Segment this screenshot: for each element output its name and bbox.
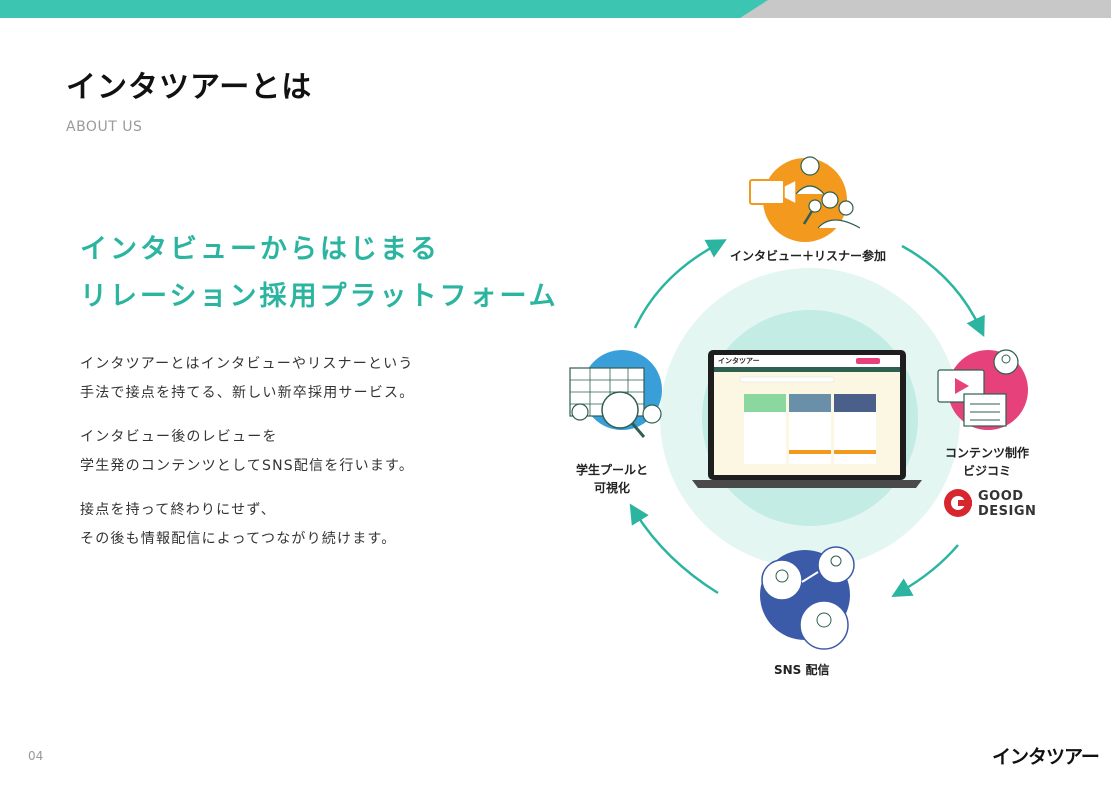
description-paragraph-2: インタビュー後のレビューを 学生発のコンテンツとしてSNS配信を行います。 — [80, 423, 520, 481]
headline-line-1: インタビューからはじまる — [80, 226, 559, 273]
laptop-logo: インタツアー — [718, 356, 760, 366]
good-design-line-2: DESIGN — [978, 504, 1036, 519]
good-design-mark — [944, 489, 972, 517]
description-line: 学生発のコンテンツとしてSNS配信を行います。 — [80, 452, 520, 481]
headline-line-2: リレーション採用プラットフォーム — [80, 273, 559, 320]
good-design-line-1: GOOD — [978, 489, 1036, 504]
description-line: 手法で接点を持てる、新しい新卒採用サービス。 — [80, 379, 520, 408]
description-paragraph-3: 接点を持って終わりにせず、 その後も情報配信によってつながり続けます。 — [80, 496, 520, 554]
description-paragraph-1: インタツアーとはインタビューやリスナーという 手法で接点を持てる、新しい新卒採用… — [80, 350, 520, 408]
description-line: 接点を持って終わりにせず、 — [80, 496, 520, 525]
student-pool-label: 学生プールと 可視化 — [576, 461, 648, 497]
headline: インタビューからはじまる リレーション採用プラットフォーム — [80, 226, 559, 320]
page-number: 04 — [28, 749, 43, 763]
laptop-platform-illustration — [692, 350, 922, 488]
interview-label: インタビュー＋リスナー参加 — [730, 247, 886, 265]
student-pool-label-line-1: 学生プールと — [576, 461, 648, 479]
page-subtitle: ABOUT US — [66, 119, 142, 135]
sns-label: SNS 配信 — [774, 661, 830, 679]
student-pool-label-line-2: 可視化 — [576, 479, 648, 497]
content-label-line-2: ビジコミ — [945, 462, 1029, 480]
good-design-label: GOOD DESIGN — [978, 489, 1036, 519]
top-decorative-bar — [0, 0, 1111, 18]
service-cycle-diagram: インタツアー インタビュー＋リスナー参加 コンテンツ制作 ビジコミ GOOD D… — [560, 150, 1080, 690]
sns-icon — [760, 547, 854, 649]
page-title: インタツアーとは — [66, 62, 312, 106]
content-label-line-1: コンテンツ制作 — [945, 444, 1029, 462]
student-pool-icon — [570, 350, 662, 437]
description-line: インタツアーとはインタビューやリスナーという — [80, 350, 520, 379]
content-label: コンテンツ制作 ビジコミ — [945, 444, 1029, 480]
description: インタツアーとはインタビューやリスナーという 手法で接点を持てる、新しい新卒採用… — [80, 350, 520, 569]
brand-logo: インタツアー — [992, 742, 1099, 769]
interview-icon — [750, 157, 860, 242]
description-line: その後も情報配信によってつながり続けます。 — [80, 525, 520, 554]
description-line: インタビュー後のレビューを — [80, 423, 520, 452]
